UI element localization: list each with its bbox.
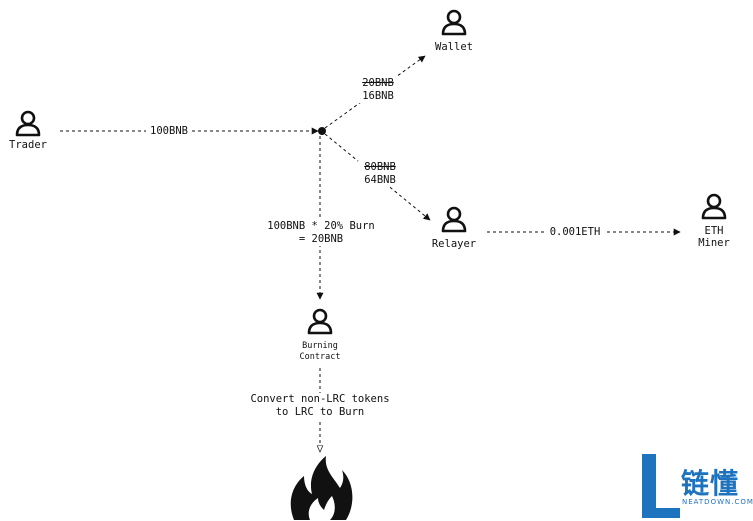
- node-label-relayer: Relayer: [431, 238, 477, 250]
- node-label-burning-contract: Burning Contract: [290, 341, 350, 363]
- node-label-trader: Trader: [9, 139, 47, 151]
- edge-label-convert-line1: Convert non-LRC tokens: [250, 393, 390, 405]
- edge-label-trader: 100BNB: [146, 125, 192, 138]
- user-icon: [307, 308, 333, 335]
- edge-label-burn-line2: = 20BNB: [298, 233, 344, 245]
- edge-label-relayer-new: 64BNB: [364, 174, 396, 186]
- watermark-logo: [642, 454, 680, 518]
- watermark-cn: 链懂: [681, 467, 740, 500]
- edge-label-burn-line1: 100BNB * 20% Burn: [267, 220, 375, 232]
- fire-icon: [290, 456, 353, 520]
- node-label-contract: Contract: [299, 352, 341, 362]
- edge-label-wallet-old: 20BNB: [362, 77, 394, 89]
- node-label-miner: Miner: [698, 237, 730, 249]
- node-label-eth: ETH: [704, 225, 724, 237]
- edge-label-miner: 0.001ETH: [546, 226, 604, 239]
- node-label-eth-miner: ETH Miner: [690, 225, 738, 249]
- watermark-en: NEATDOWN.COM: [682, 498, 753, 506]
- user-icon: [701, 193, 727, 220]
- user-icon: [441, 206, 467, 233]
- node-label-wallet: Wallet: [435, 41, 473, 53]
- edge-label-relayer: 80BNB 64BNB: [358, 161, 402, 187]
- edge-label-convert-line2: to LRC to Burn: [275, 406, 365, 418]
- edge-label-relayer-old: 80BNB: [364, 161, 396, 173]
- user-icon: [441, 9, 467, 36]
- edge-label-burn: 100BNB * 20% Burn = 20BNB: [262, 220, 380, 246]
- user-icon: [15, 110, 41, 137]
- edge-label-wallet: 20BNB 16BNB: [356, 77, 400, 103]
- edge-label-convert: Convert non-LRC tokens to LRC to Burn: [244, 393, 396, 419]
- split-junction: [318, 127, 326, 135]
- node-label-burning: Burning: [302, 341, 338, 351]
- edge-label-wallet-new: 16BNB: [362, 90, 394, 102]
